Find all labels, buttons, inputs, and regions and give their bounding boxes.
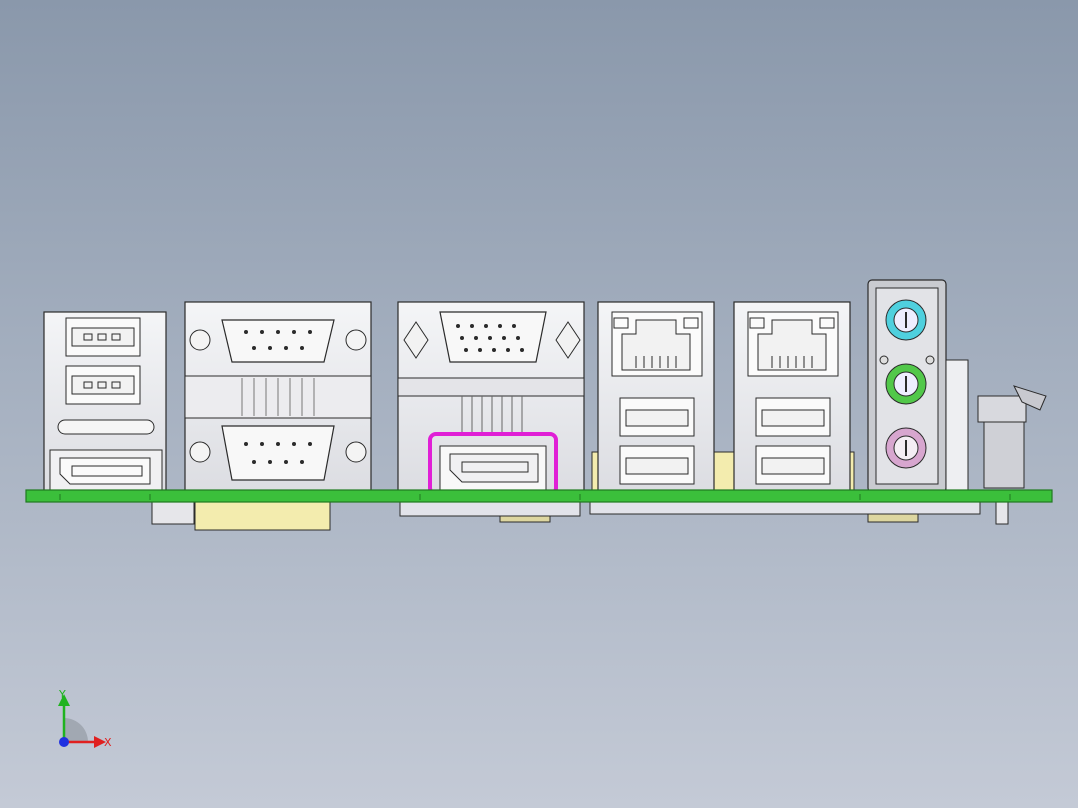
rj45-usb-stack-1 (597, 301, 715, 493)
dual-serial-db9 (184, 301, 372, 493)
rj45-usb-stack-2 (733, 301, 851, 493)
vga-dp-stack (397, 301, 585, 496)
pcb-board (25, 489, 1053, 503)
x-axis-label: X (104, 736, 112, 749)
axis-triad: Y X (58, 688, 112, 749)
y-axis-label: Y (58, 688, 66, 701)
side-connector-right (977, 385, 1047, 489)
usb-dp-stack-left (43, 311, 167, 495)
audio-jack-stack (867, 279, 969, 493)
